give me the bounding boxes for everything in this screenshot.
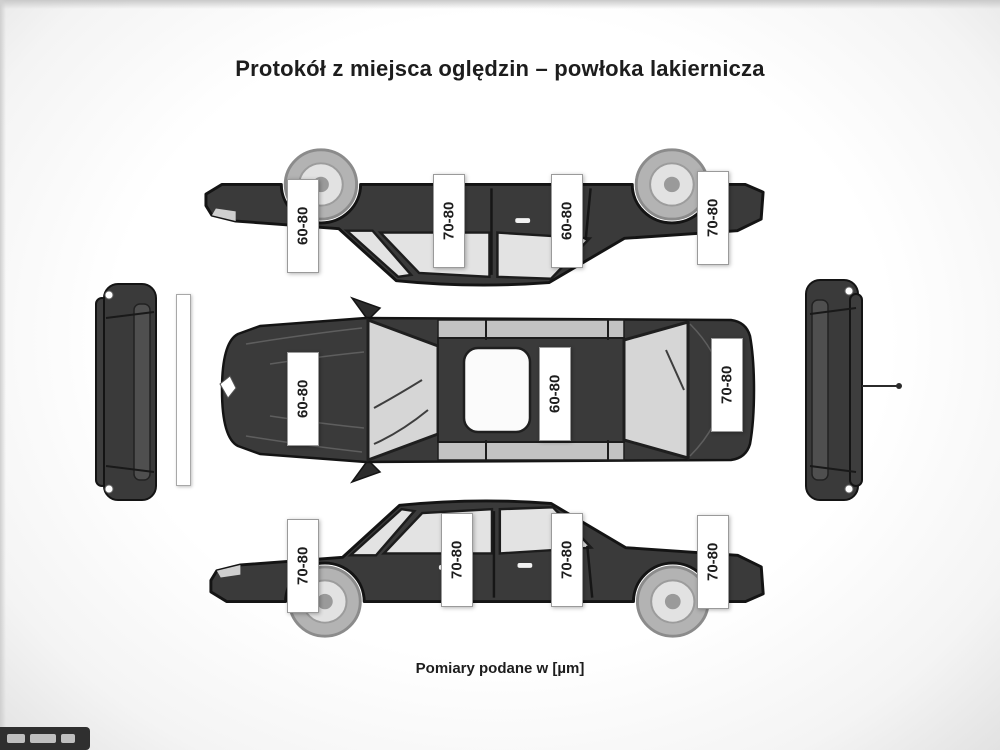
car-front-view — [95, 283, 157, 501]
watermark-glyph — [7, 734, 25, 743]
rear-window-edge — [811, 299, 829, 481]
taillight-top — [844, 286, 854, 296]
reference-bar — [176, 294, 191, 486]
watermark-glyph — [30, 734, 56, 743]
measurement-label: 60-80 — [287, 352, 319, 446]
measurement-label: 70-80 — [697, 171, 729, 265]
measurement-label: 70-80 — [441, 513, 473, 607]
measurement-label: 70-80 — [287, 519, 319, 613]
windshield-edge — [133, 303, 151, 481]
body-seams — [809, 307, 857, 473]
front-badge-marker — [219, 375, 237, 399]
units-note: Pomiary podane w [µm] — [415, 660, 585, 677]
measurement-label: 70-80 — [551, 513, 583, 607]
windshield — [366, 317, 440, 463]
headlight-right — [104, 484, 114, 494]
body-seams — [105, 311, 155, 473]
watermark — [0, 727, 90, 750]
watermark-glyph — [61, 734, 75, 743]
measurement-label: 60-80 — [551, 174, 583, 268]
measurement-label: 60-80 — [287, 179, 319, 273]
measurement-label: 70-80 — [433, 174, 465, 268]
antenna-tip — [896, 383, 902, 389]
scan-edge-left — [0, 0, 6, 750]
wipers — [373, 379, 429, 445]
sunroof — [462, 346, 532, 434]
car-top-view — [219, 296, 756, 484]
headlight-left — [104, 290, 114, 300]
scan-edge-top — [0, 0, 1000, 9]
document-title: Protokół z miejsca oględzin – powłoka la… — [235, 56, 765, 81]
mirrors — [349, 296, 382, 484]
car-rear-view — [805, 279, 902, 501]
rear-bumper — [849, 293, 863, 487]
taillight-bottom — [844, 484, 854, 494]
measurement-label: 60-80 — [539, 347, 571, 441]
door-seams — [485, 320, 609, 460]
measurement-label: 70-80 — [711, 338, 743, 432]
measurement-label: 70-80 — [697, 515, 729, 609]
rear-window — [622, 320, 690, 460]
defroster-line — [665, 349, 685, 391]
